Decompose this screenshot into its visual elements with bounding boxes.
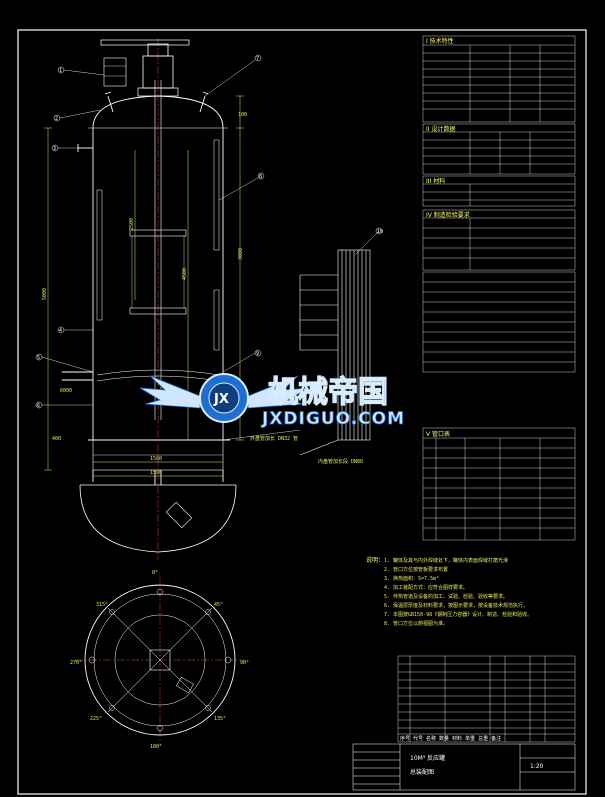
dim-1500: 1500 <box>150 456 162 462</box>
note-8: 8. 管口方位以俯视图为准。 <box>384 620 448 627</box>
note-2: 2. 管口方位按管板要求布置 <box>384 566 448 573</box>
callout-9: 9 <box>256 351 259 357</box>
callout-5: 5 <box>37 355 40 361</box>
angle-180: 180° <box>150 744 162 750</box>
watermark-cn: 机械帝国 <box>268 375 388 410</box>
table-heading-5: V 管口表 <box>426 430 450 438</box>
drawing-border <box>17 29 587 795</box>
table-headings: I 技术特性 II 设计数据 III 材料 IV 制造检验要求 V 管口表 <box>426 37 470 438</box>
dim-3000: 3000 <box>238 248 244 260</box>
side-note-1: 内盘管加长段 DN80 <box>318 458 363 465</box>
callout-4: 4 <box>59 328 62 334</box>
watermark: JX 机械帝国 JXDIGUO.COM <box>139 373 405 429</box>
technical-data-tables <box>422 35 576 541</box>
note-1: 1. 罐体及其与内外焊缝处下，罐体内表面焊缝打磨光滑 <box>384 557 508 564</box>
angle-315: 315° <box>96 602 108 608</box>
dim-400: 400 <box>52 436 61 442</box>
dim-100: 100 <box>238 112 247 118</box>
angle-270: 270° <box>70 660 82 666</box>
plan-view <box>75 575 245 745</box>
reducer <box>103 57 127 87</box>
plan-angle-labels: 270° 90° 315° 225° 135° 45° 180° 0° <box>70 570 249 750</box>
dim-1500b: 1500 <box>150 470 162 476</box>
dimension-labels: 100 3000 5000 1500 1500 4500 2500 6000 4… <box>42 112 247 476</box>
right-wing-icon <box>247 375 309 409</box>
angle-0: 0° <box>152 570 158 576</box>
angle-90: 90° <box>240 660 249 666</box>
title-line-1: 10M³ 反应罐 <box>410 754 445 762</box>
title-scale: 1:20 <box>530 763 544 770</box>
dim-6000: 6000 <box>60 388 72 394</box>
parts-list-header: 序号 代号 名称 数量 材料 单重 总重 备注 <box>400 735 501 742</box>
watermark-en: JXDIGUO.COM <box>261 409 405 429</box>
callout-7: 7 <box>256 56 259 62</box>
parts-list <box>397 655 576 743</box>
dim-4500: 4500 <box>182 268 188 280</box>
table-heading-3: III 材料 <box>426 177 445 185</box>
title-line-2: 总装配图 <box>410 768 434 776</box>
table-heading-2: II 设计数据 <box>426 125 455 133</box>
callout-1: 1 <box>59 68 62 74</box>
angle-225: 225° <box>90 716 102 722</box>
note-3: 3. 换热面积：S=7.5m² <box>384 575 439 582</box>
note-4: 4. 加工装配方式：应符合图样要求。 <box>384 584 468 591</box>
title-block <box>352 743 576 791</box>
note-6: 6. 保温层厚度及材料要求，按图示要求，按设备技术规范执行。 <box>384 602 528 609</box>
bottom-head-view <box>79 484 237 553</box>
note-7: 7. 本图按GB150-98《钢制压力容器》设计、制造、检验和验收。 <box>384 611 532 618</box>
callout-10: 10 <box>377 229 383 235</box>
notes-heading: 说明： <box>366 556 384 564</box>
dim-5000: 5000 <box>42 288 48 300</box>
table-heading-1: I 技术特性 <box>426 37 454 45</box>
paddle-lower <box>129 307 187 315</box>
drawing-notes: 说明： 1. 罐体及其与内外焊缝处下，罐体内表面焊缝打磨光滑 2. 管口方位按管… <box>366 556 532 627</box>
angle-135: 135° <box>214 716 226 722</box>
callout-6: 6 <box>37 403 40 409</box>
coil-detail <box>299 249 371 456</box>
callout-markers: 1 2 3 4 5 6 7 8 9 10 <box>35 54 383 409</box>
side-note-2: 外盘管加长 DN32 管 <box>250 435 298 442</box>
paddle-upper <box>129 229 187 237</box>
logo-text: JX <box>213 392 229 407</box>
callout-3: 3 <box>53 146 56 152</box>
callout-8: 8 <box>259 174 262 180</box>
dim-2500: 2500 <box>129 218 135 230</box>
note-5: 5. 伴热管道及设备的加工、试验、检验、验收等要求。 <box>384 593 508 600</box>
left-wing-icon <box>139 375 201 409</box>
table-heading-4: IV 制造检验要求 <box>426 211 470 219</box>
callout-leaders <box>41 59 380 441</box>
angle-45: 45° <box>214 602 223 608</box>
reactor-elevation-view <box>62 38 230 560</box>
callout-2: 2 <box>55 116 58 122</box>
